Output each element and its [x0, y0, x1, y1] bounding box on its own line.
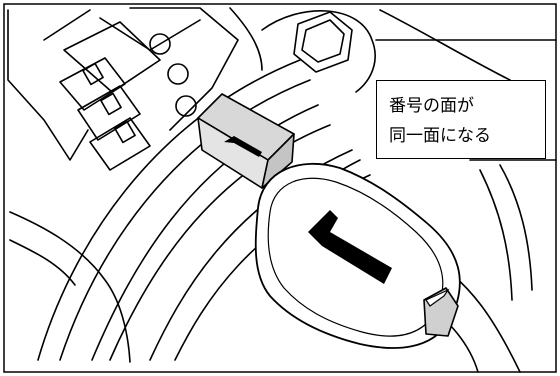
large-number-glyph	[308, 210, 392, 284]
bracket-edge	[99, 17, 201, 51]
rim-inner-edge	[59, 79, 311, 361]
callout-line-1: 番号の面が	[389, 96, 474, 116]
bracket-outline	[7, 9, 89, 161]
right-arc	[379, 9, 511, 81]
bolt-hole-2	[167, 63, 189, 85]
upper-housing-edge	[129, 7, 239, 131]
terminal-slot-3	[114, 120, 136, 144]
callout-text: 番号の面が 同一面になる	[389, 91, 491, 151]
right-rim-inner	[479, 169, 513, 301]
housing-lip	[9, 239, 76, 286]
square-ring-marker-icon	[197, 93, 295, 189]
rim-outer-edge	[37, 59, 301, 361]
callout-line-2: 同一面になる	[389, 126, 491, 146]
upper-flange	[229, 7, 263, 71]
bolt-hole-1	[149, 33, 171, 55]
terminal-slot-2	[100, 92, 122, 116]
terminal-slot-1	[82, 62, 104, 86]
connector-middle	[77, 85, 141, 141]
bolt-hole-3	[175, 95, 197, 117]
callout-box: 番号の面が 同一面になる	[376, 80, 546, 159]
nut-boss	[261, 9, 376, 93]
bracket-plate	[63, 21, 161, 93]
housing-curve	[9, 211, 131, 363]
bracket-top	[43, 9, 91, 41]
right-rim-outer	[499, 164, 533, 291]
connector-lower	[89, 117, 151, 171]
